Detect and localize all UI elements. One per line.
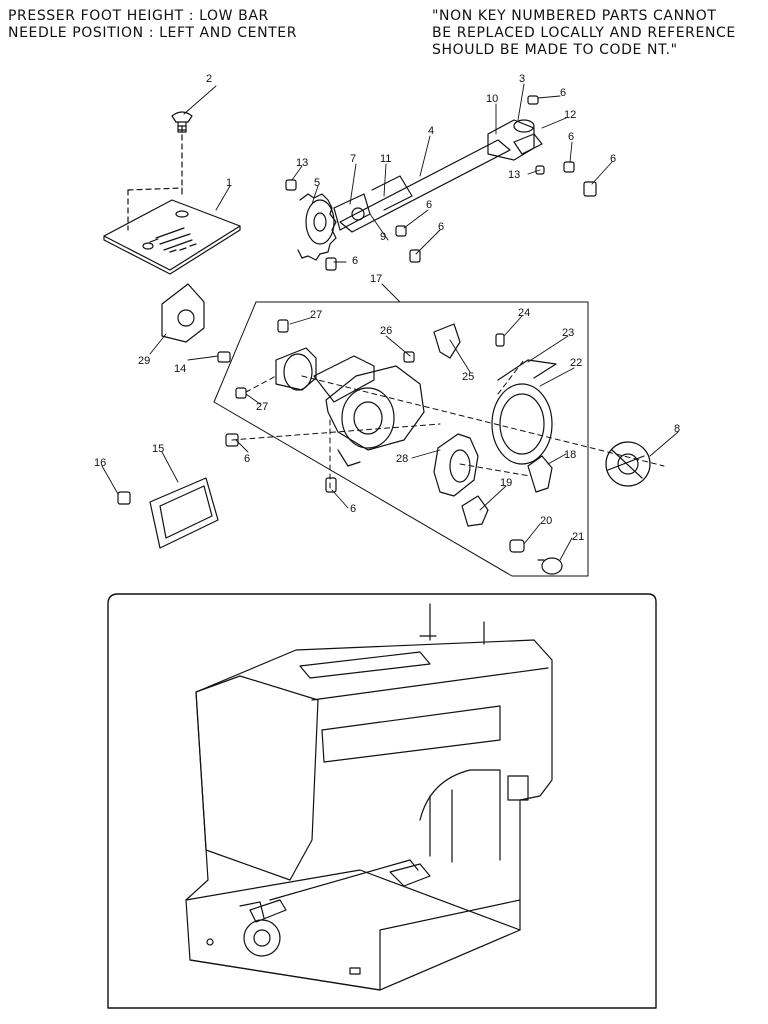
- header-left-notes: PRESSER FOOT HEIGHT : LOW BAR NEEDLE POS…: [8, 8, 297, 42]
- callout-9: 9: [380, 231, 386, 243]
- callout-6-b: 6: [568, 131, 574, 143]
- callout-7: 7: [350, 153, 356, 165]
- callout-27-b: 27: [256, 401, 268, 413]
- callout-2: 2: [206, 73, 212, 85]
- callout-6-c: 6: [610, 153, 616, 165]
- bobbin-case-part: [605, 441, 651, 487]
- callout-14: 14: [174, 363, 186, 375]
- set-screws-upper: [285, 95, 597, 271]
- sewing-machine-illustration: [185, 603, 553, 991]
- callout-29: 29: [138, 355, 150, 367]
- hook-assembly-outline: [213, 301, 589, 577]
- callout-6-a: 6: [560, 87, 566, 99]
- callout-15: 15: [152, 443, 164, 455]
- callout-10: 10: [486, 93, 498, 105]
- callout-27-a: 27: [310, 309, 322, 321]
- callout-6-g: 6: [244, 453, 250, 465]
- callout-17: 17: [370, 273, 382, 285]
- callout-24: 24: [518, 307, 530, 319]
- callout-4: 4: [428, 125, 434, 137]
- needle-plate-part: [103, 125, 241, 275]
- header-right-notice: "NON KEY NUMBERED PARTS CANNOT BE REPLAC…: [432, 8, 736, 59]
- callout-12: 12: [564, 109, 576, 121]
- callout-6-d: 6: [426, 199, 432, 211]
- callout-23: 23: [562, 327, 574, 339]
- callout-numbers: 2 1 3 10 6 12 4 6 6 13 7 11 13 5 6 9 6 6…: [94, 73, 680, 543]
- callout-18: 18: [564, 449, 576, 461]
- callout-8: 8: [674, 423, 680, 435]
- callout-28: 28: [396, 453, 408, 465]
- callout-22: 22: [570, 357, 582, 369]
- callout-6-h: 6: [350, 503, 356, 515]
- callout-11: 11: [380, 153, 391, 165]
- hook-cover-plate: [117, 477, 219, 549]
- callout-leader-lines: [101, 83, 679, 561]
- notice-line-2: BE REPLACED LOCALLY AND REFERENCE: [432, 25, 736, 41]
- callout-3: 3: [519, 73, 525, 85]
- callout-13-b: 13: [508, 169, 520, 181]
- notice-line-1: "NON KEY NUMBERED PARTS CANNOT: [432, 8, 717, 24]
- callout-19: 19: [500, 477, 512, 489]
- hook-assembly-parts: [161, 283, 563, 575]
- callout-6-e: 6: [438, 221, 444, 233]
- hook-assembly-dashed-guides: [231, 359, 665, 489]
- callout-16: 16: [94, 457, 106, 469]
- callout-13-a: 13: [296, 157, 308, 169]
- callout-1: 1: [226, 177, 232, 189]
- callout-6-f: 6: [352, 255, 358, 267]
- callout-26: 26: [380, 325, 392, 337]
- needle-position-note: NEEDLE POSITION : LEFT AND CENTER: [8, 25, 298, 41]
- callout-25: 25: [462, 371, 474, 383]
- notice-line-3: SHOULD BE MADE TO CODE NT.": [432, 42, 678, 58]
- callout-20: 20: [540, 515, 552, 527]
- callout-5: 5: [314, 177, 320, 189]
- presser-foot-height-note: PRESSER FOOT HEIGHT : LOW BAR: [8, 8, 269, 24]
- machine-overview-frame: [107, 593, 657, 1009]
- main-shaft-assembly: [297, 119, 543, 261]
- callout-21: 21: [572, 531, 584, 543]
